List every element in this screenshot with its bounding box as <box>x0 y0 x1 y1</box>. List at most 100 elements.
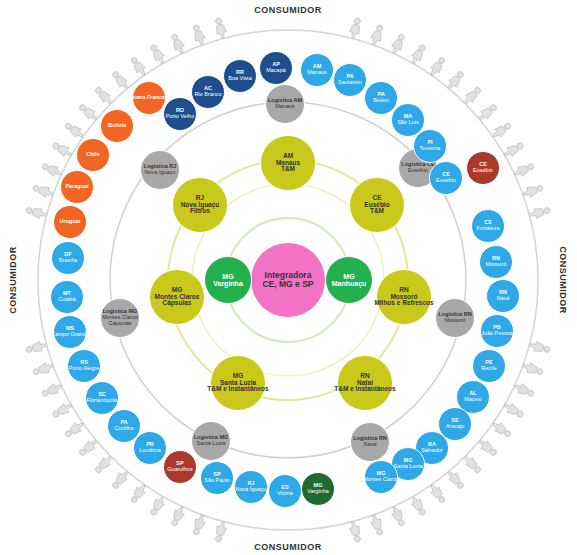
circle-label: MTCuiabá <box>44 280 90 314</box>
market-circle: MTCuiabá <box>50 280 84 314</box>
market-circle: PACuritiba <box>107 409 141 443</box>
market-circle: MASão Luís <box>391 103 425 137</box>
market-circle: PITeresina <box>413 129 447 163</box>
market-circle: Chile <box>76 138 110 172</box>
node-heading: Uruguai <box>60 219 81 225</box>
circle-label: CEEusébio <box>423 161 469 195</box>
circle-label: MGVarginha <box>295 472 341 506</box>
figure-body <box>38 361 55 375</box>
figure-body <box>512 381 529 396</box>
circle-label: MGManhuaçu <box>319 256 379 304</box>
circle-fill <box>301 54 334 87</box>
node-text: Vitória <box>277 491 293 497</box>
node-text: Santa Luzia <box>196 441 225 447</box>
figure-body <box>409 494 425 512</box>
node-text: Varginha <box>213 280 243 287</box>
circle-fill <box>261 136 316 191</box>
logistics-ring <box>110 102 466 458</box>
node-heading: Integradora <box>265 271 312 280</box>
figure-body <box>369 30 383 47</box>
market-circle: MGMontes Claros <box>364 460 398 494</box>
consumer-figure <box>32 183 55 200</box>
figure-body <box>172 504 187 521</box>
node-heading: MG <box>343 273 354 280</box>
figure-head <box>215 535 222 542</box>
market-circle: SPSão Paulo <box>200 461 234 495</box>
circle-label: Uruguai <box>47 205 93 239</box>
circle-fill <box>338 356 393 411</box>
consumer-figure <box>445 69 466 92</box>
figure-body <box>348 23 361 40</box>
node-text: Curitiba <box>115 426 134 432</box>
circle-fill <box>164 98 197 131</box>
consumer-figure <box>110 69 131 92</box>
node-text: Brasília <box>59 258 77 264</box>
consumer-figure <box>191 513 208 536</box>
circle-label: CEEusébio <box>460 151 506 185</box>
node-heading: Paraguai <box>65 184 88 190</box>
node-text: Nova Iguaçu <box>145 170 176 176</box>
consumer-figure <box>25 340 48 355</box>
figure-body <box>97 453 114 470</box>
consumer-figure <box>409 494 428 517</box>
figure-body <box>348 520 361 537</box>
market-circle: Paraguai <box>60 170 94 204</box>
circle-fill <box>101 110 134 143</box>
consumer-figure <box>369 513 386 536</box>
figure-body <box>38 185 55 199</box>
circle-label: Logística RNNatal <box>344 422 396 462</box>
figure-body <box>528 207 545 220</box>
hub-site-circle: MGManhuaçu <box>325 256 373 304</box>
circle-label: AMManausT&M <box>254 135 322 191</box>
figure-body <box>132 482 149 500</box>
circle-label: RNMossoró <box>473 245 519 279</box>
figure-body <box>490 419 508 436</box>
market-circle: MSCampo Grande <box>53 315 87 349</box>
consumer-figure <box>476 437 499 458</box>
consumer-figure <box>490 419 513 439</box>
market-circle: MGVarginha <box>301 472 335 506</box>
circle-label: CEEusébioT&M <box>343 177 411 233</box>
circle-fill <box>134 432 167 465</box>
circle-label: MGMontes ClarosCápsulas <box>143 269 211 325</box>
figure-body <box>389 38 404 55</box>
circle-fill <box>150 270 205 325</box>
consumer-figure <box>445 468 466 491</box>
node-text: Campo Grande <box>51 332 89 338</box>
consumer-figure <box>213 520 228 543</box>
consumer-figure <box>461 453 483 475</box>
consumer-figure <box>502 140 525 159</box>
consumer-figure <box>369 24 386 47</box>
circle-label: MGVarginha <box>198 256 258 304</box>
circle-fill <box>430 162 463 195</box>
logistics-circle: Logística MGMontes ClarosCápsulas <box>100 298 140 338</box>
figure-body <box>31 207 48 220</box>
market-circle: ACRio Branco <box>191 75 225 109</box>
market-circle: ROPorto Velho <box>163 97 197 131</box>
node-heading: MG <box>233 373 243 380</box>
node-text: Eusébio <box>364 202 389 209</box>
figure-body <box>132 60 149 78</box>
market-circle: RSPorto Alegre <box>67 349 101 383</box>
market-circle: RRBoa Vista <box>223 59 257 93</box>
consumer-figure <box>348 520 363 543</box>
node-text: Cuiabá <box>58 297 75 303</box>
node-text: Boa Vista <box>228 76 251 82</box>
node-text: T&M <box>370 208 384 215</box>
circle-fill <box>266 85 305 124</box>
figure-head <box>25 207 32 214</box>
consumer-figure <box>521 361 544 378</box>
figure-body <box>46 164 63 179</box>
node-text: Santa Luzia <box>220 380 256 387</box>
figure-body <box>369 513 383 530</box>
consumer-figure <box>25 205 48 220</box>
node-text: Maceió <box>464 397 482 403</box>
figure-body <box>193 30 207 47</box>
ring-label: CONSUMIDOR <box>8 246 18 314</box>
circle-label: Logística RJNova Iguaçu <box>134 150 186 190</box>
circle-label: ESVitória <box>262 474 308 508</box>
logistics-circle: Logística MGSanta Luzia <box>191 421 231 461</box>
circle-label: RNMossoróMilhos e Refrescos <box>370 269 438 325</box>
figure-body <box>46 381 63 396</box>
circle-fill <box>302 473 335 506</box>
